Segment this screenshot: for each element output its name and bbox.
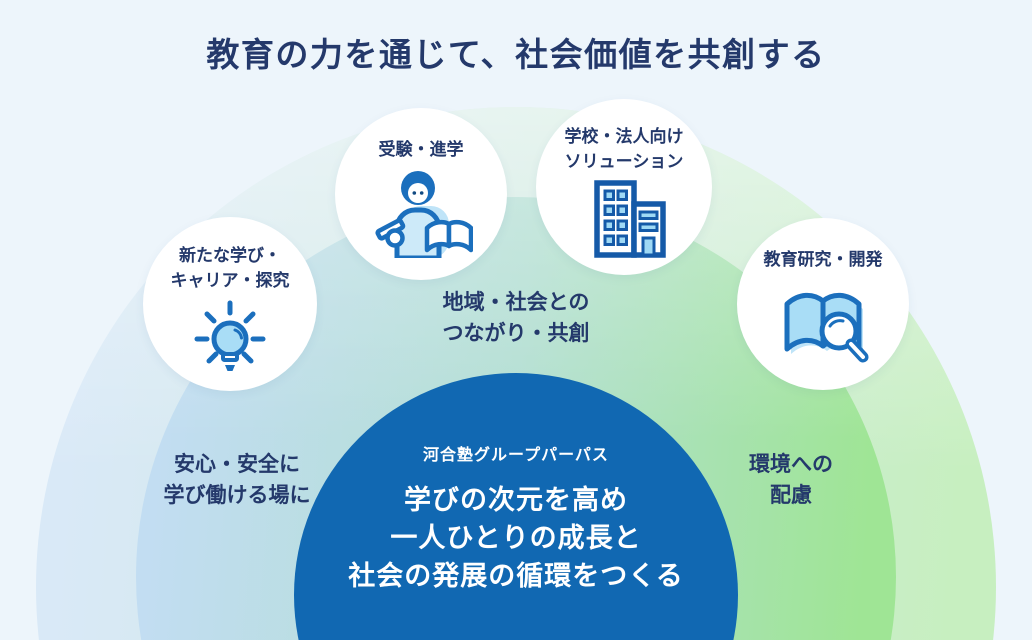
ring-label-line: 安心・安全に <box>174 453 300 476</box>
ring-label-line: つながり・共創 <box>442 322 590 345</box>
bubble-new-learning: 新たな学び・ キャリア・探究 <box>143 217 317 391</box>
ring-label-line: 配慮 <box>770 484 812 507</box>
bubble-label: 受験・進学 <box>378 140 464 159</box>
bubble-solutions: 学校・法人向け ソリューション <box>536 99 712 275</box>
student-icon <box>375 171 473 258</box>
ring-label-line: 環境への <box>749 453 833 476</box>
purpose-line: 一人ひとりの成長と <box>390 523 642 553</box>
bubble-label: 学校・法人向け <box>564 127 684 146</box>
bubble-label: 新たな学び・ <box>179 246 281 265</box>
purpose-line: 社会の発展の循環をつくる <box>348 561 684 591</box>
bubble-exam: 受験・進学 <box>335 108 507 280</box>
bubble-label: キャリア・探究 <box>170 271 290 290</box>
ring-label-community: 地域・社会との つながり・共創 <box>386 287 646 349</box>
ring-label-environment: 環境への 配慮 <box>701 449 881 511</box>
ring-label-safety: 安心・安全に 学び働ける場に <box>108 449 366 511</box>
bubble-label: 教育研究・開発 <box>763 250 883 269</box>
bubble-label: ソリューション <box>564 152 684 171</box>
book-magnifier-icon <box>784 292 869 363</box>
page-title: 教育の力を通じて、社会価値を共創する <box>206 36 826 73</box>
purpose-line: 学びの次元を高め <box>404 485 628 515</box>
buildings-icon <box>594 180 666 258</box>
ring-label-line: 学び働ける場に <box>163 484 311 507</box>
purpose-heading: 河合塾グループパーパス <box>423 447 609 464</box>
ring-label-line: 地域・社会との <box>442 291 590 314</box>
bubble-research: 教育研究・開発 <box>737 218 909 390</box>
lightbulb-icon <box>194 300 266 371</box>
